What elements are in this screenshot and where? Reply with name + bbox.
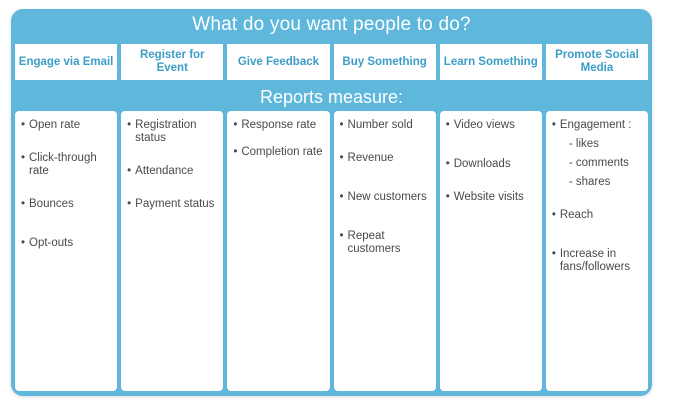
header-social: Promote Social Media — [545, 44, 649, 80]
metrics-row: •Open rate •Click-through rate •Bounces … — [15, 111, 649, 391]
list-item: •Revenue — [339, 152, 394, 164]
diagram-title: What do you want people to do? — [192, 14, 471, 35]
metrics-social: • Engagement : - likes - comments - shar… — [545, 111, 649, 391]
header-learn: Learn Something — [439, 44, 542, 80]
metrics-learn: •Video views •Downloads •Website visits — [439, 111, 542, 391]
sub-item: - likes — [568, 138, 599, 150]
metrics-feedback: •Response rate •Completion rate — [227, 111, 330, 391]
metrics-email: •Open rate •Click-through rate •Bounces … — [15, 111, 118, 391]
sub-item: - shares — [568, 176, 611, 188]
list-item: •Bounces — [21, 198, 74, 210]
list-item: •Number sold — [339, 119, 413, 131]
list-item: •Increase in fans/followers — [551, 248, 631, 273]
list-item: •Video views — [445, 119, 515, 131]
list-item: •Completion rate — [233, 146, 323, 158]
list-item: •Payment status — [127, 198, 215, 210]
metrics-buy: •Number sold •Revenue •New customers •Re… — [333, 111, 436, 391]
header-buy: Buy Something — [333, 44, 436, 80]
list-item: •Opt-outs — [21, 237, 74, 249]
diagram-subtitle: Reports measure: — [259, 87, 404, 107]
list-item: •Attendance — [127, 165, 194, 177]
diagram-frame: What do you want people to do? Engage vi… — [11, 9, 652, 396]
list-item: •Response rate — [233, 119, 317, 131]
header-email: Engage via Email — [15, 44, 118, 80]
list-item: •Registration status — [127, 119, 197, 144]
list-item: • Engagement : - likes - comments - shar… — [551, 119, 632, 188]
header-row: Engage via Email Register for Event Give… — [15, 44, 649, 80]
header-event: Register for Event — [121, 44, 224, 80]
list-item: •New customers — [339, 191, 427, 203]
list-item: •Open rate — [21, 119, 81, 131]
metrics-event: •Registration status •Attendance •Paymen… — [121, 111, 224, 391]
list-item: •Repeat customers — [339, 230, 401, 255]
list-item: •Downloads — [445, 158, 511, 170]
list-item: •Website visits — [445, 191, 524, 203]
list-item: •Click-through rate — [21, 152, 97, 177]
list-item: •Reach — [551, 209, 594, 221]
sub-item: - comments — [568, 157, 629, 169]
header-feedback: Give Feedback — [227, 44, 330, 80]
